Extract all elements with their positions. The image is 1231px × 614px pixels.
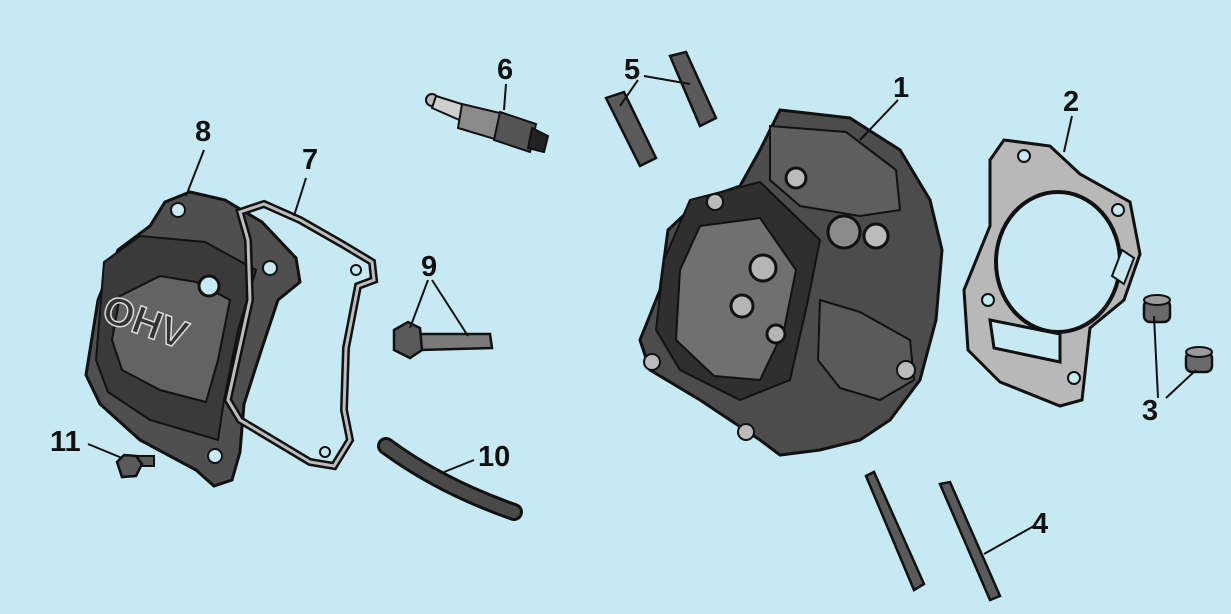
callout-6: 6 <box>497 54 514 86</box>
part-1-cylinder-head <box>638 108 944 457</box>
callout-4: 4 <box>1032 508 1049 540</box>
part-7-gasket-highlight <box>226 202 376 468</box>
callout-8: 8 <box>195 116 212 148</box>
callout-2: 2 <box>1063 86 1080 118</box>
part-3-dowel-sleeves <box>1142 294 1214 374</box>
part-8-valve-cover: OHV <box>84 190 302 488</box>
part-5-dowel-pins <box>604 50 718 168</box>
part-10-hose-fill <box>380 440 520 518</box>
callout-5: 5 <box>624 54 641 86</box>
part-6-spark-plug <box>425 93 550 154</box>
callout-11: 11 <box>50 426 81 458</box>
part-4-studs <box>864 470 1002 602</box>
leader-lines <box>87 75 1197 555</box>
callout-10: 10 <box>478 441 511 473</box>
gasket-hole <box>319 446 331 458</box>
callout-1: 1 <box>893 72 910 104</box>
part-11-bolt <box>115 453 155 479</box>
gasket-hole <box>350 264 362 276</box>
part-2-head-gasket <box>962 138 1142 408</box>
callout-7: 7 <box>302 144 319 176</box>
callout-9: 9 <box>421 251 438 283</box>
part-9-bolt <box>392 320 494 360</box>
callout-3: 3 <box>1142 395 1159 427</box>
